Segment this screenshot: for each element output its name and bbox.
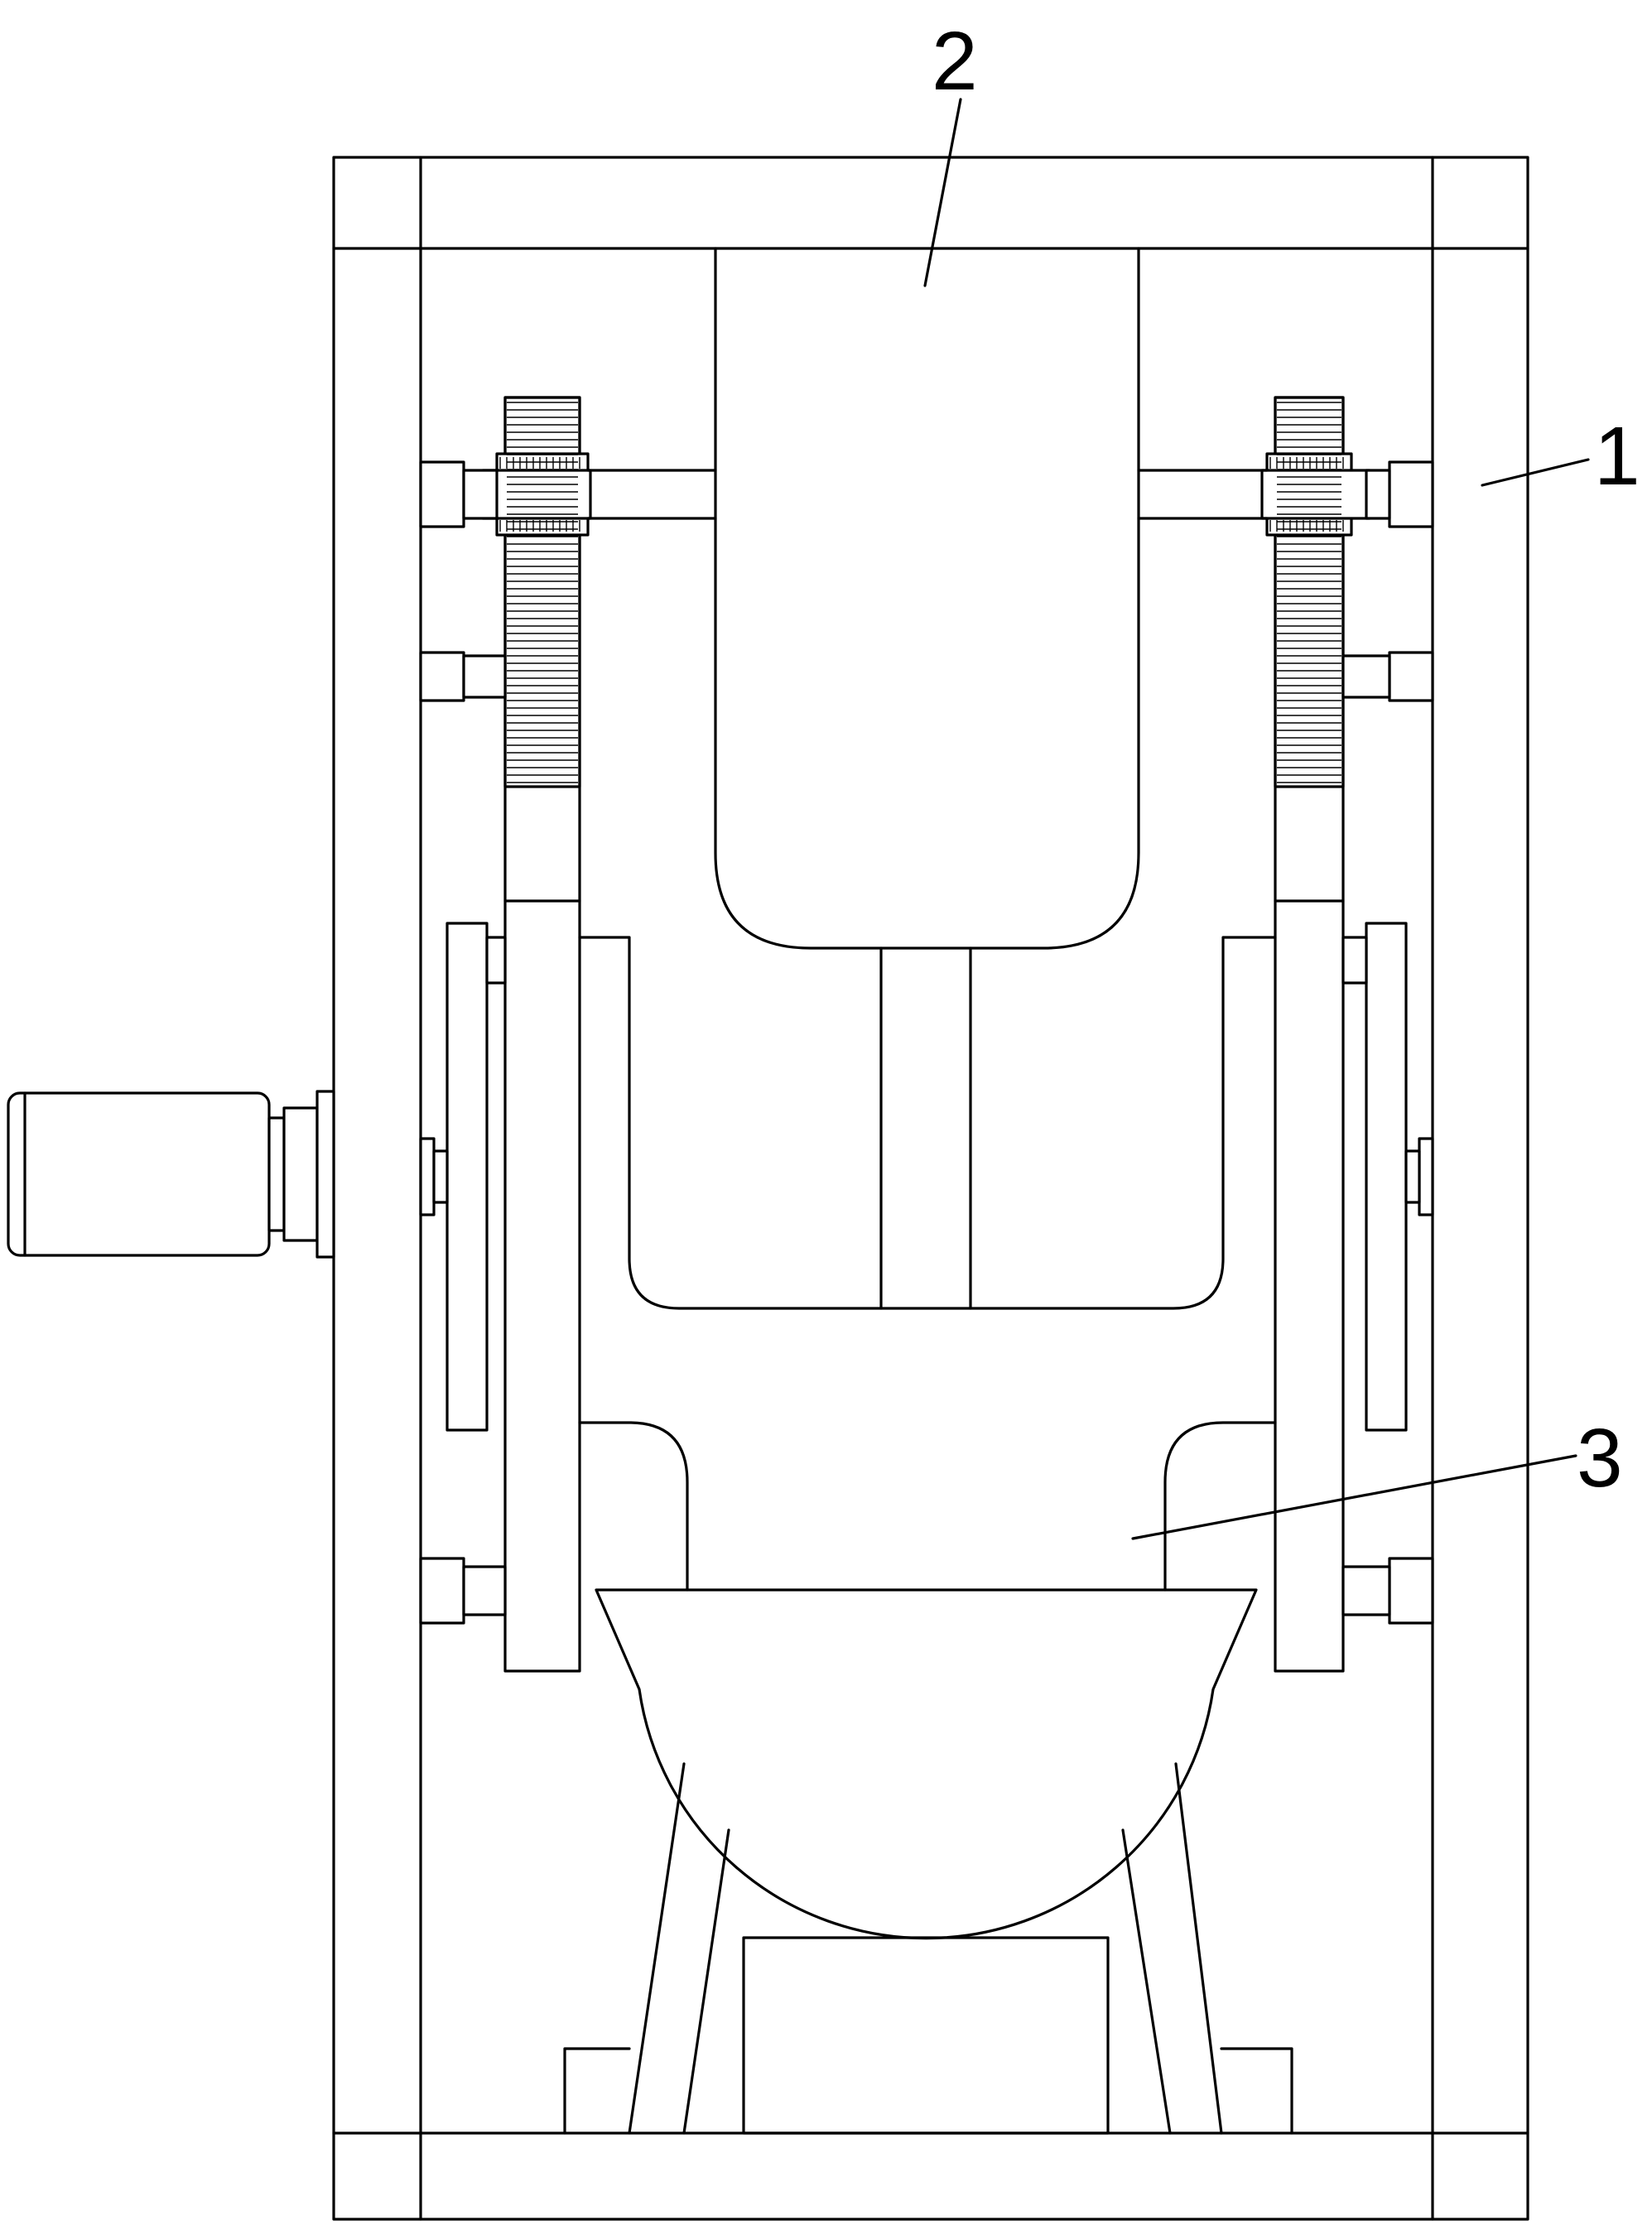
motor (7, 1090, 335, 1259)
left-gear-teeth-top (499, 457, 580, 469)
label-frame: 1 (1594, 410, 1640, 503)
right-rack-teeth (1274, 396, 1345, 788)
left-rack-teeth (503, 396, 581, 788)
support-stand (563, 1762, 1293, 2135)
right-gear-teeth-bottom (1269, 520, 1344, 532)
right-rack-tooth-lines (1277, 402, 1341, 783)
label-hopper: 3 (1577, 1412, 1623, 1505)
left-gear-teeth-bottom (499, 520, 580, 532)
side-plates (419, 922, 1434, 1432)
upper-press (714, 247, 1140, 1310)
shafts (419, 460, 1434, 1625)
label-upper-press: 2 (932, 15, 978, 108)
hopper (595, 1588, 1258, 1940)
right-gear-teeth-top (1269, 457, 1344, 469)
yoke (578, 936, 1277, 1592)
leader-lines (923, 98, 1590, 1540)
left-rack-tooth-lines (507, 402, 578, 783)
